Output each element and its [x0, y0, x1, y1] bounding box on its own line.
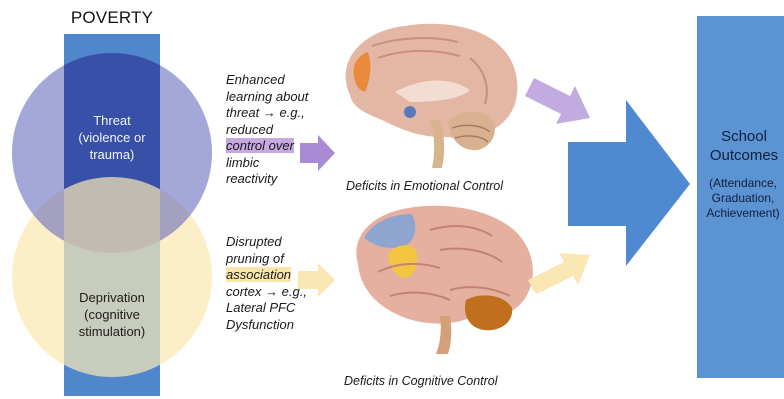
deprivation-mechanism-highlight: association	[226, 267, 291, 282]
threat-mechanism-highlight: control over	[226, 138, 294, 153]
deprivation-mechanism-text: Disrupted pruning of association cortex …	[226, 234, 336, 333]
threat-mechanism-line: reduced	[226, 122, 336, 139]
school-outcomes-detail: (Attendance, Graduation, Achievement)	[697, 176, 784, 221]
threat-mechanism-line: threat → e.g.,	[226, 105, 336, 122]
deprivation-mechanism-line: Lateral PFC	[226, 300, 336, 317]
threat-mechanism-line: limbic	[226, 155, 336, 172]
lateral-brain-image	[356, 206, 533, 354]
deprivation-mechanism-line: pruning of	[226, 251, 336, 268]
sagittal-brain-image	[346, 24, 518, 168]
emotional-control-caption: Deficits in Emotional Control	[346, 179, 503, 193]
cognitive-control-caption: Deficits in Cognitive Control	[344, 374, 498, 388]
emotional-to-outcomes-arrow	[525, 78, 590, 124]
big-arrow	[568, 100, 690, 266]
poverty-title: POVERTY	[64, 8, 160, 28]
cognitive-to-outcomes-arrow	[528, 253, 590, 294]
threat-mechanism-line: learning about	[226, 89, 336, 106]
threat-label: Threat (violence or trauma)	[56, 112, 168, 163]
deprivation-mechanism-line: Disrupted	[226, 234, 336, 251]
threat-mechanism-line: reactivity	[226, 171, 336, 188]
threat-mechanism-text: Enhanced learning about threat → e.g., r…	[226, 72, 336, 188]
school-outcomes-title: School Outcomes	[697, 127, 784, 165]
threat-mechanism-line: Enhanced	[226, 72, 336, 89]
deprivation-mechanism-line: Dysfunction	[226, 317, 336, 334]
deprivation-mechanism-line: cortex → e.g.,	[226, 284, 336, 301]
deprivation-label: Deprivation (cognitive stimulation)	[56, 289, 168, 340]
